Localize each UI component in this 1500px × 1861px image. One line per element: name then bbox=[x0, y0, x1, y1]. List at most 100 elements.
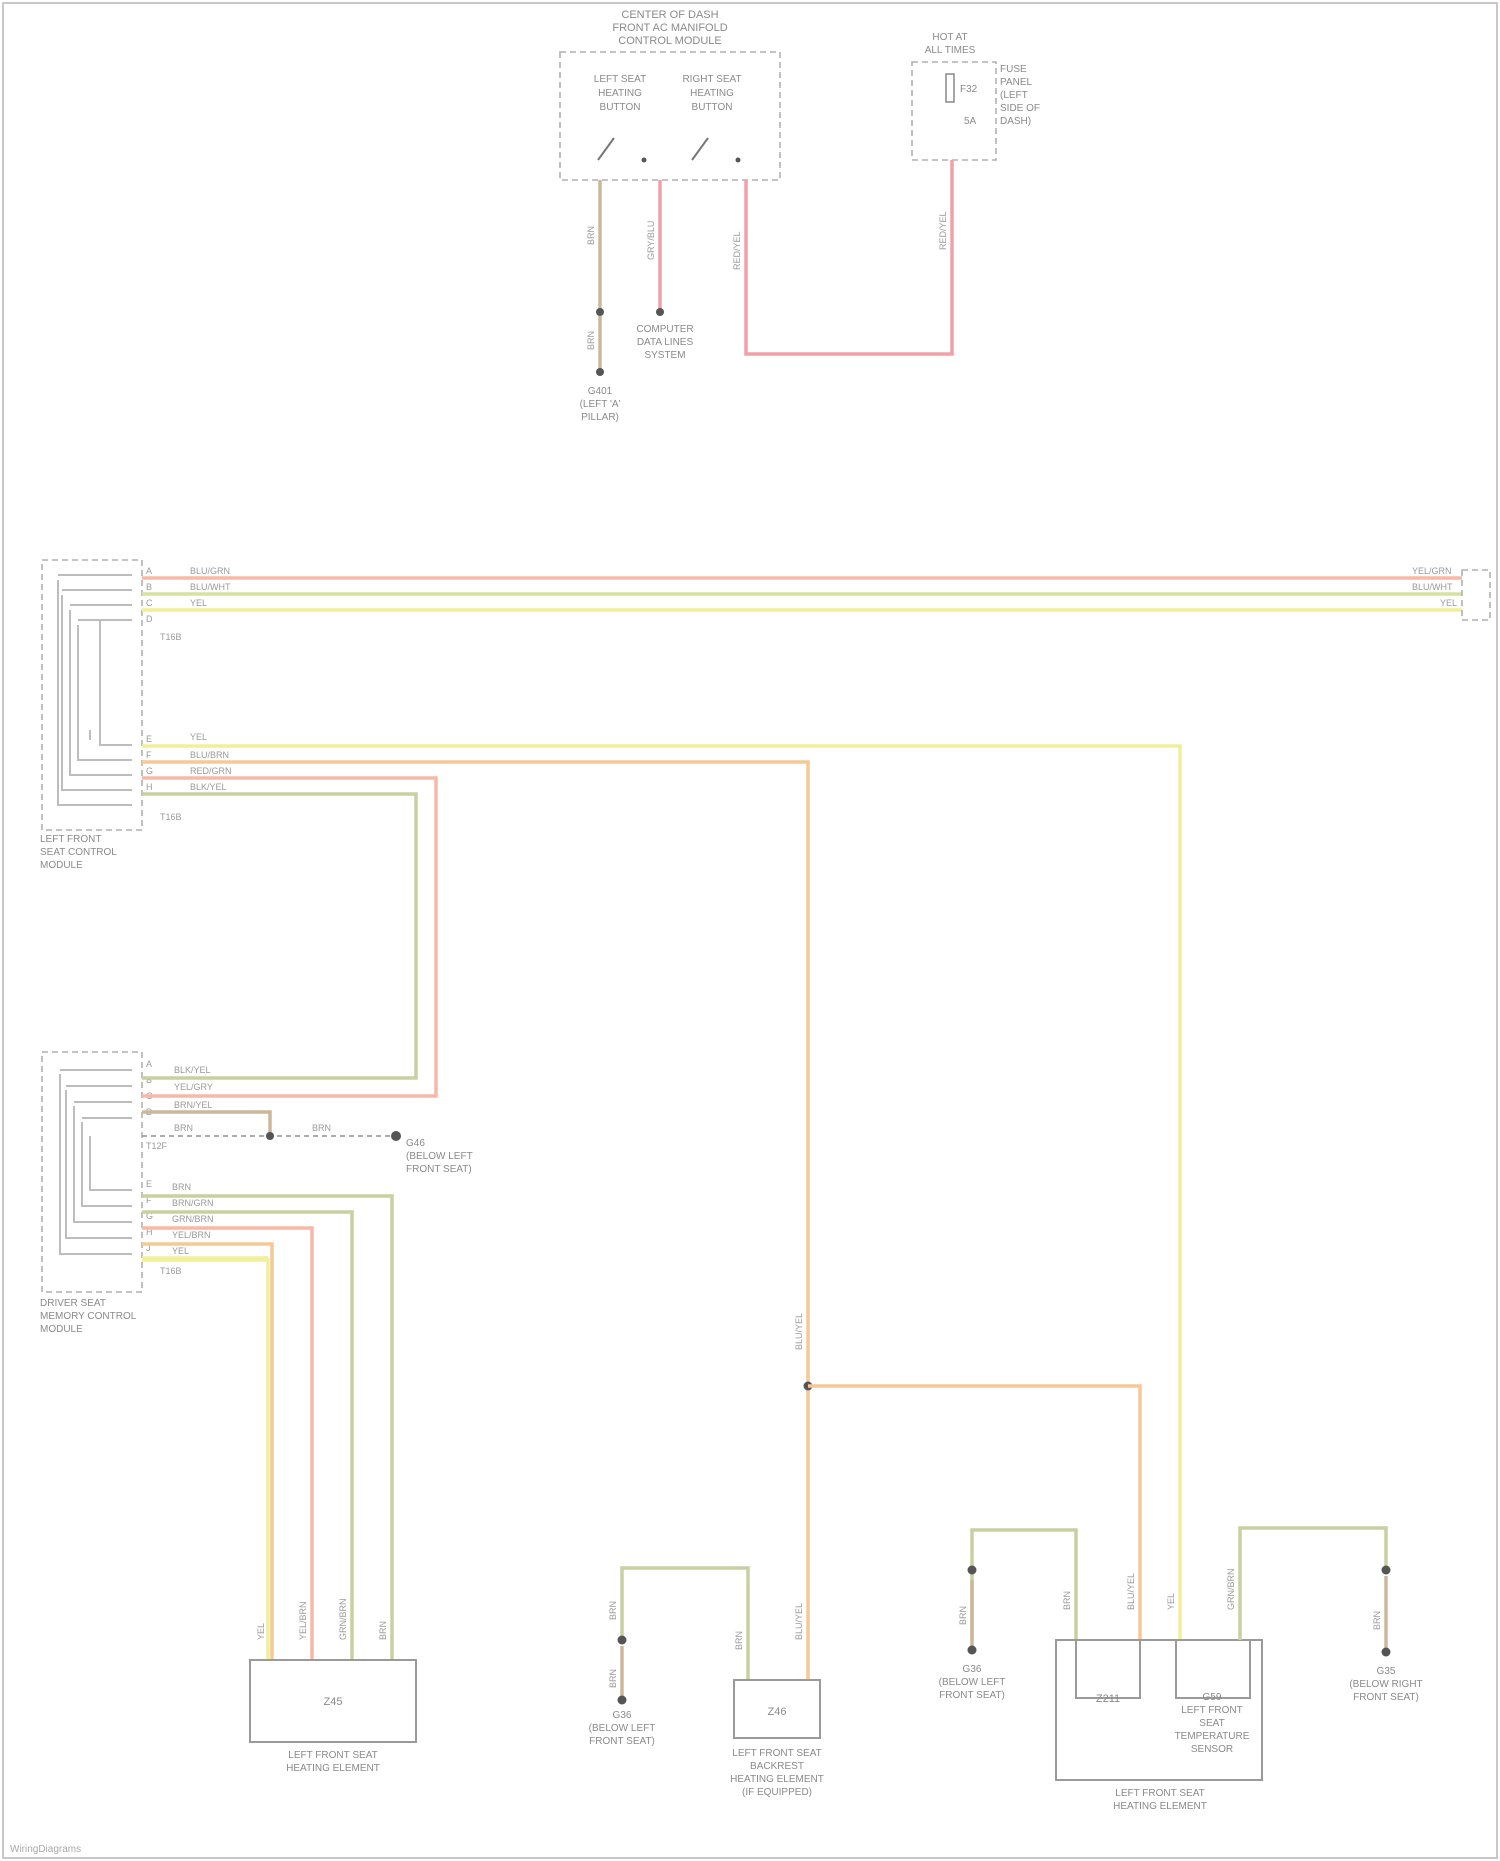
lfsc-pin-a: A bbox=[146, 566, 152, 576]
wire-label-brn-lower: BRN bbox=[586, 331, 596, 350]
dsm-label-1: DRIVER SEAT bbox=[40, 1298, 106, 1309]
bl-wire-2: YEL/BRN bbox=[298, 1601, 308, 1640]
right-label-2: HEATING ELEMENT bbox=[1113, 1801, 1207, 1812]
mid-wire-brn-2: BRN bbox=[734, 1631, 744, 1650]
dsm-ground-3: FRONT SEAT) bbox=[406, 1164, 472, 1175]
right-wire-5: GRN/BRN bbox=[1226, 1568, 1236, 1610]
lfsc-conn-top: T16B bbox=[160, 632, 182, 642]
dsm-conn-bot: T16B bbox=[160, 1266, 182, 1276]
mid-label-3: HEATING ELEMENT bbox=[730, 1774, 824, 1785]
lfsc-module: A B C D T16B E F G H T16B LEFT FRONT SEA… bbox=[40, 560, 182, 871]
dsm-module-box bbox=[42, 1052, 142, 1292]
lfsc-pin-f: F bbox=[146, 750, 152, 760]
right-code: Z211 bbox=[1096, 1693, 1120, 1705]
edge-wire-1: YEL/GRN bbox=[1412, 566, 1452, 576]
fuse-panel: HOT AT ALL TIMES F32 5A FUSE PANEL (LEFT… bbox=[912, 32, 1040, 160]
right-switch-label-1: RIGHT SEAT bbox=[682, 74, 741, 85]
fuse-note-3: (LEFT bbox=[1000, 90, 1028, 101]
dsm-ground-2: (BELOW LEFT bbox=[406, 1151, 473, 1162]
lfsc-wire-yel: YEL bbox=[190, 732, 207, 742]
right-heater-box bbox=[1076, 1640, 1140, 1698]
mid-wire-1: BRN bbox=[608, 1601, 618, 1620]
right-wire-2: BRN bbox=[1062, 1591, 1072, 1610]
right-wire-4: YEL bbox=[1166, 1593, 1176, 1610]
mid-label-2: BACKREST bbox=[750, 1761, 804, 1772]
right-switch-label-3: BUTTON bbox=[692, 102, 733, 113]
dsm-wires: BLK/YEL YEL/GRY BRN/YEL BRN BRN G46 (BEL… bbox=[142, 1065, 473, 1660]
fuse-amp: 5A bbox=[964, 116, 977, 127]
switch-module-title-1: CENTER OF DASH bbox=[621, 9, 718, 21]
dsm-wire-bot-4: YEL/BRN bbox=[172, 1230, 211, 1240]
bl-label-2: HEATING ELEMENT bbox=[286, 1763, 380, 1774]
dsm-wire-bot-3: GRN/BRN bbox=[172, 1214, 214, 1224]
right-ground-a-1: G36 bbox=[963, 1664, 982, 1675]
wire-label-grybl: GRY/BLU bbox=[646, 221, 656, 260]
sensor-label-4: TEMPERATURE bbox=[1175, 1731, 1250, 1742]
bus-wire-2: BLU/WHT bbox=[190, 582, 231, 592]
middle-wires: BLU/YEL bbox=[794, 1313, 1140, 1640]
sensor-label-2: LEFT FRONT bbox=[1181, 1705, 1242, 1716]
dsm-wire-yelgry: YEL/GRY bbox=[174, 1082, 213, 1092]
hot-label-1: HOT AT bbox=[932, 32, 967, 43]
bl-label-1: LEFT FRONT SEAT bbox=[288, 1750, 377, 1761]
left-switch-label-2: HEATING bbox=[598, 88, 642, 99]
right-ground-b-1: G35 bbox=[1377, 1666, 1396, 1677]
fuse-note-4: SIDE OF bbox=[1000, 103, 1040, 114]
dsm-wire-brn: BRN bbox=[174, 1123, 193, 1133]
wire-label-brn-top: BRN bbox=[586, 226, 596, 245]
bus-wire-1: BLU/GRN bbox=[190, 566, 230, 576]
right-ground-b-3: FRONT SEAT) bbox=[1353, 1692, 1419, 1703]
lfsc-pin-h: H bbox=[146, 782, 153, 792]
right-wire-6: BRN bbox=[1372, 1611, 1382, 1630]
mid-wire-2: BLU/YEL bbox=[794, 1603, 804, 1640]
right-ground-b-2: (BELOW RIGHT bbox=[1349, 1679, 1422, 1690]
lfsc-wire-blkyel: BLK/YEL bbox=[190, 782, 227, 792]
ground-top-2: (LEFT 'A' bbox=[580, 399, 621, 410]
sensor-label-1: G59 bbox=[1203, 1692, 1222, 1703]
right-switch-contact-icon bbox=[692, 138, 708, 160]
top-wires: BRN BRN G401 (LEFT 'A' PILLAR) GRY/BLU C… bbox=[580, 160, 952, 423]
left-switch-label-1: LEFT SEAT bbox=[594, 74, 646, 85]
credit-text: WiringDiagrams bbox=[10, 1844, 81, 1855]
bottom-left-code: Z45 bbox=[324, 1696, 343, 1708]
computer-note-3: SYSTEM bbox=[644, 350, 685, 361]
lfsc-lower-wires: YEL BLU/BRN RED/GRN BLK/YEL bbox=[142, 732, 1180, 1680]
mid-code: Z46 bbox=[768, 1706, 787, 1718]
right-wire-1: BRN bbox=[958, 1606, 968, 1625]
switch-module-title-3: CONTROL MODULE bbox=[618, 35, 722, 47]
switch-module-title-2: FRONT AC MANIFOLD bbox=[612, 22, 727, 34]
dsm-ground-1: G46 bbox=[406, 1138, 425, 1149]
computer-note-1: COMPUTER bbox=[636, 324, 693, 335]
switch-module-box bbox=[560, 52, 780, 180]
bl-wire-1: YEL bbox=[256, 1623, 266, 1640]
fuse-note-2: PANEL bbox=[1000, 77, 1032, 88]
dsm-wire-bot-2: BRN/GRN bbox=[172, 1198, 214, 1208]
page-frame bbox=[3, 3, 1497, 1858]
dsm-pin-a: A bbox=[146, 1059, 152, 1069]
sensor-label-3: SEAT bbox=[1199, 1718, 1224, 1729]
mid-label-1: LEFT FRONT SEAT bbox=[732, 1748, 821, 1759]
temp-sensor-box bbox=[1176, 1640, 1250, 1698]
dsm-wire-bot-5: YEL bbox=[172, 1246, 189, 1256]
dsm-branch-wire: BRN bbox=[312, 1123, 331, 1133]
dsm-wire-blkyel: BLK/YEL bbox=[174, 1065, 211, 1075]
computer-note-2: DATA LINES bbox=[637, 337, 694, 348]
bus-wire-3: YEL bbox=[190, 598, 207, 608]
dsm-wire-bot-1: BRN bbox=[172, 1182, 191, 1192]
mid-module: BRN BRN BRN BLU/YEL G36 (BELOW LEFT FRON… bbox=[589, 1568, 824, 1798]
lfsc-label-3: MODULE bbox=[40, 860, 83, 871]
mid-wire-3: BRN bbox=[608, 1669, 618, 1688]
sensor-label-5: SENSOR bbox=[1191, 1744, 1233, 1755]
lfsc-pin-d: D bbox=[146, 614, 153, 624]
mid-ground-2: (BELOW LEFT bbox=[589, 1723, 656, 1734]
mid-vertical-label: BLU/YEL bbox=[794, 1313, 804, 1350]
right-switch-label-2: HEATING bbox=[690, 88, 734, 99]
ground-top-3: PILLAR) bbox=[581, 412, 619, 423]
dsm-label-2: MEMORY CONTROL bbox=[40, 1311, 137, 1322]
right-label-1: LEFT FRONT SEAT bbox=[1115, 1788, 1204, 1799]
edge-wire-2: BLU/WHT bbox=[1412, 582, 1453, 592]
lfsc-pin-b: B bbox=[146, 582, 152, 592]
dsm-pin-e: E bbox=[146, 1179, 152, 1189]
